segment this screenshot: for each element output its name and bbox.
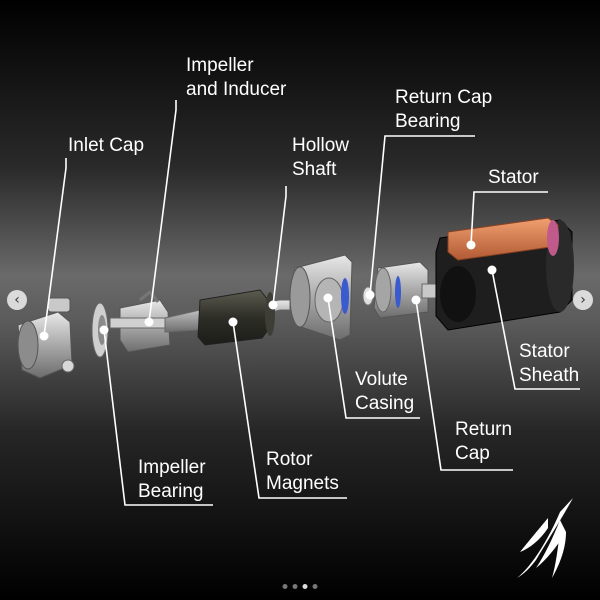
label-stator: Stator: [488, 166, 539, 190]
label-stator-sheath-line2: Sheath: [519, 365, 580, 386]
label-hollow-shaft-line1: Hollow: [292, 135, 350, 156]
label-stator-text: Stator: [488, 167, 539, 188]
label-impeller-line1: Impeller: [186, 55, 254, 76]
label-inlet-cap: Inlet Cap: [68, 134, 144, 158]
label-volute-casing: Volute Casing: [355, 368, 414, 416]
label-return-cap-line2: Cap: [455, 443, 490, 464]
leader-stator-sheath: [491, 269, 580, 390]
label-volute-line1: Volute: [355, 369, 408, 390]
leader-return-cap: [415, 299, 513, 471]
label-impeller-line2: and Inducer: [186, 79, 287, 100]
label-rcb-line1: Return Cap: [395, 87, 493, 108]
leader-lines: [39, 100, 580, 506]
volute-casing-part: [289, 254, 353, 341]
leader-return-cap-bearing: [369, 135, 475, 296]
label-volute-line2: Casing: [355, 393, 415, 414]
carousel-prev-button[interactable]: ‹: [7, 290, 27, 310]
chevron-right-icon: ›: [580, 292, 586, 308]
carousel-dot[interactable]: [292, 584, 298, 589]
label-hollow-shaft: Hollow Shaft: [292, 134, 349, 182]
leader-volute-casing: [327, 297, 420, 419]
label-return-cap-line1: Return: [455, 419, 513, 440]
label-rotor-magnets-line1: Rotor: [266, 449, 313, 470]
label-impeller-bearing: Impeller Bearing: [138, 456, 206, 504]
leader-rotor-magnets: [232, 321, 347, 499]
label-inlet-cap-text: Inlet Cap: [68, 135, 145, 156]
label-rcb-line2: Bearing: [395, 111, 461, 132]
leader-stator: [470, 191, 548, 246]
label-stator-sheath: Stator Sheath: [519, 340, 579, 388]
label-stator-sheath-line1: Stator: [519, 341, 570, 362]
carousel-next-button[interactable]: ›: [573, 290, 593, 310]
label-return-cap-bearing: Return Cap Bearing: [395, 86, 492, 134]
label-impeller-bearing-line1: Impeller: [138, 457, 206, 478]
leader-hollow-shaft: [272, 186, 287, 306]
carousel-dot[interactable]: [282, 584, 288, 589]
label-impeller-and-inducer: Impeller and Inducer: [186, 54, 286, 102]
inlet-cap-part: [17, 297, 75, 379]
carousel-pagination: [282, 584, 318, 589]
label-hollow-shaft-line2: Shaft: [292, 159, 337, 180]
label-rotor-magnets-line2: Magnets: [266, 473, 339, 494]
label-return-cap: Return Cap: [455, 418, 512, 466]
carousel-dot[interactable]: [302, 584, 308, 589]
leader-impeller-bearing: [103, 329, 213, 506]
chevron-left-icon: ‹: [14, 292, 20, 308]
leader-inlet-cap: [43, 158, 67, 337]
return-cap-part: [373, 261, 439, 319]
stator-part: [440, 217, 559, 322]
brand-logo: [517, 498, 573, 578]
label-rotor-magnets: Rotor Magnets: [266, 448, 339, 496]
rotor-magnets-part: [197, 289, 275, 346]
carousel-dot[interactable]: [312, 584, 318, 589]
leader-impeller: [148, 100, 177, 323]
label-impeller-bearing-line2: Bearing: [138, 481, 204, 502]
